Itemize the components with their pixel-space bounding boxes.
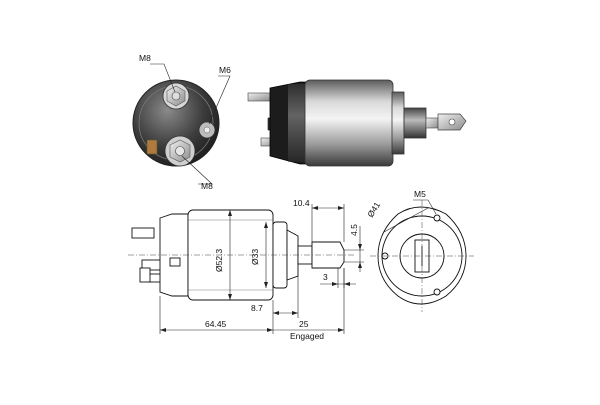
stud-upper [247, 92, 271, 102]
end-cap-shine [288, 84, 306, 162]
label-dia-33: Ø33 [250, 249, 260, 265]
copper-strip [146, 139, 158, 155]
stub-lower-left [139, 267, 151, 283]
terminal-m8-upper [162, 82, 190, 110]
label-dia-41: Ø41 [365, 200, 382, 219]
leader-m5 [413, 199, 437, 215]
mount-hole-bottom [433, 288, 441, 296]
side-photo [247, 79, 467, 167]
label-64-45: 64.45 [205, 319, 227, 329]
plunger-eye-hole [448, 118, 456, 126]
front-drawing: Ø41 M5 [365, 189, 474, 312]
leader-m6 [208, 75, 231, 125]
leader-m8-top [150, 63, 176, 93]
label-dia-52-3: Ø52.3 [214, 249, 224, 272]
label-25: 25 [299, 319, 309, 329]
label-3: 3 [323, 272, 328, 282]
plunger-rod [425, 117, 439, 129]
terminal-m8-lower [164, 135, 196, 167]
dim-leader-41 [383, 207, 429, 233]
label-m5: M5 [414, 189, 426, 199]
leader-m8-bottom [181, 155, 213, 185]
mount-hole-top [433, 214, 441, 222]
solenoid-body [304, 79, 394, 167]
label-4-5: 4.5 [349, 224, 359, 236]
label-10-4: 10.4 [293, 198, 310, 208]
terminal-m6 [198, 121, 216, 139]
side-drawing: Ø52.3 Ø33 64.45 8.7 25 Engaged 10.4 [128, 198, 364, 341]
callout-m6: M6 [219, 65, 231, 75]
callout-m8-bottom: M8 [201, 181, 213, 191]
cap-nut [169, 257, 181, 267]
plunger-neck [403, 107, 427, 139]
label-8-7: 8.7 [251, 303, 263, 313]
flange [391, 91, 405, 155]
stub-top [131, 227, 155, 239]
front-photo: M8 M6 M8 [132, 53, 231, 191]
label-engaged: Engaged [290, 331, 324, 341]
callout-m8-top: M8 [139, 53, 151, 63]
